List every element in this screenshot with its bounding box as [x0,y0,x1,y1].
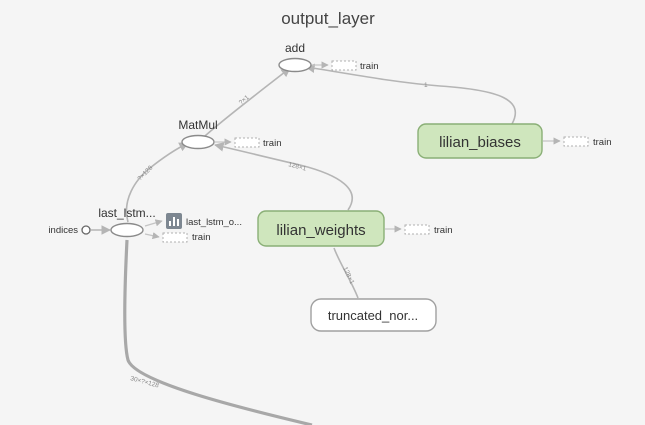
edge-label-biases-to-add: 1 [424,82,428,89]
node-add-label: add [285,41,305,55]
train-lstm-label: train [192,232,210,243]
edge-label-weights-to-matmul: 128×1 [287,161,307,173]
summary-icon-bar-3 [177,219,179,226]
edge-matmul-to-add[interactable] [204,67,291,137]
edge-weights-to-matmul[interactable] [214,142,354,211]
summary-icon-bar-1 [169,221,171,226]
node-lilian-biases[interactable]: lilian_biases [417,123,543,159]
summary-icon-bar-2 [173,217,175,226]
train-biases-box [563,136,589,147]
train-lstm[interactable]: train [144,232,210,243]
node-last-lstm[interactable]: last_lstm... [98,206,156,238]
node-matmul[interactable]: MatMul [178,118,218,150]
node-indices-shape[interactable] [81,225,91,235]
train-add[interactable]: train [312,60,378,72]
train-weights[interactable]: train [385,224,452,236]
train-weights-label: train [434,225,452,236]
train-matmul[interactable]: train [215,137,281,149]
train-add-box [331,60,357,71]
train-lstm-edge [144,232,160,240]
node-last-lstm-label: last_lstm... [98,206,155,220]
train-lstm-box [162,232,188,243]
edge-biases-to-add[interactable] [305,63,517,125]
node-truncated-normal-label: truncated_nor... [328,308,418,323]
train-matmul-box [234,137,260,148]
train-weights-box [404,224,430,235]
node-indices[interactable]: indices [48,225,91,236]
graph-title: output_layer [281,9,375,28]
node-matmul-shape[interactable] [181,134,215,150]
edge-label-trunc-to-weights: 128×1 [341,266,355,286]
node-truncated-normal[interactable]: truncated_nor... [310,298,437,332]
node-lilian-weights-label: lilian_weights [276,222,365,239]
edge-label-lstm-down: 30×?×128 [129,375,159,389]
node-last-lstm-shape[interactable] [110,222,144,238]
train-matmul-label: train [263,138,281,149]
node-lilian-biases-shape[interactable] [417,123,543,159]
edge-trunc-to-weights[interactable] [333,247,359,299]
node-lilian-weights-shape[interactable] [257,210,385,247]
node-add-shape[interactable] [278,57,312,73]
train-biases-label: train [593,137,611,148]
edge-lstm-to-matmul[interactable] [125,142,189,223]
node-lilian-biases-label: lilian_biases [439,134,521,151]
node-last-lstm-out[interactable]: last_lstm_o... [166,213,242,229]
node-add[interactable]: add [278,41,312,73]
edge-lstm-down[interactable] [123,239,313,425]
node-last-lstm-out-label: last_lstm_o... [186,217,242,228]
train-add-label: train [360,61,378,72]
node-matmul-label: MatMul [178,118,217,132]
train-biases[interactable]: train [543,136,611,148]
node-indices-label: indices [48,225,78,236]
edge-label-matmul-to-add: ?×1 [238,94,251,107]
node-lilian-weights[interactable]: lilian_weights [257,210,385,247]
edge-lstm-to-summary[interactable] [144,219,163,227]
node-truncated-normal-shape[interactable] [310,298,437,332]
